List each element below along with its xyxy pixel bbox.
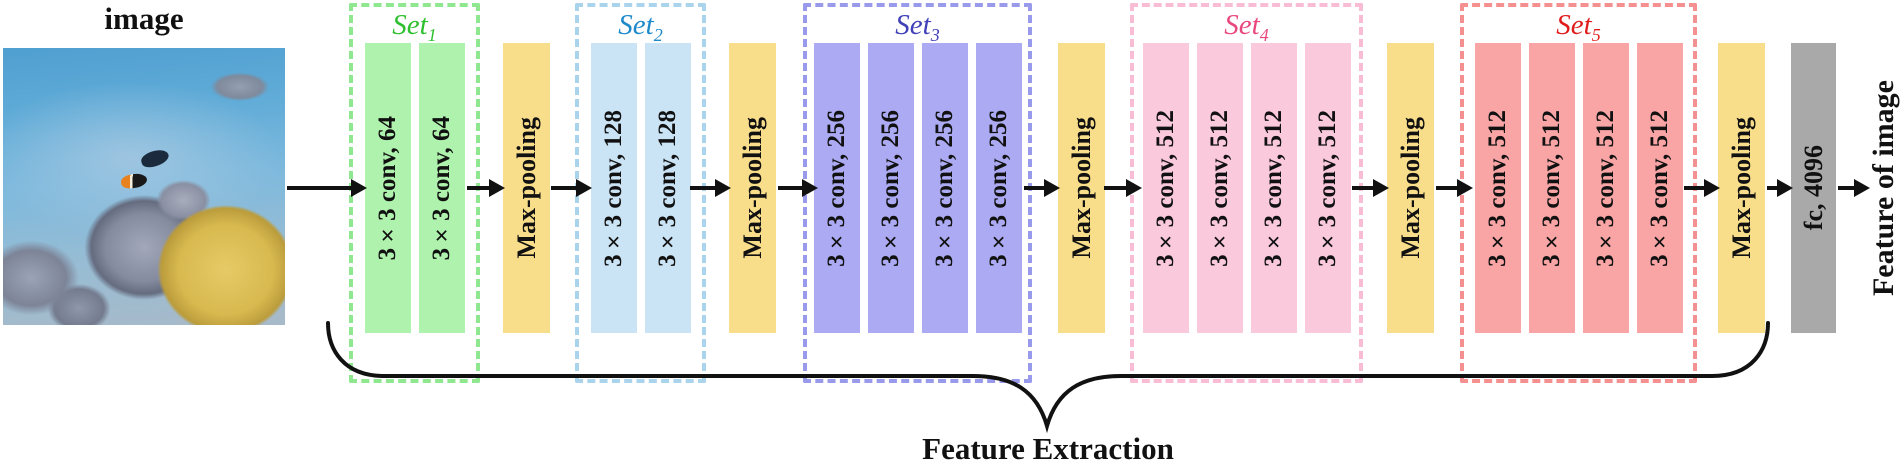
- fc-layer-block: fc, 4096: [1791, 43, 1836, 333]
- set4-title: Set4: [1134, 8, 1359, 52]
- conv-layer-label: 3×3 conv, 512: [1313, 109, 1341, 267]
- conv-layer-label: 3×3 conv, 64: [373, 115, 401, 261]
- arrow-shaft: [467, 186, 491, 190]
- arrow-head: [576, 179, 592, 197]
- conv-layer: 3×3 conv, 128: [644, 43, 691, 333]
- conv-layer-label: 3×3 conv, 64: [427, 115, 455, 261]
- max-pooling-label: Max-pooling: [1066, 117, 1096, 259]
- conv-layer-label: 3×3 conv, 128: [653, 109, 681, 267]
- max-pooling-block: Max-pooling: [729, 43, 776, 333]
- set3-title: Set3: [807, 8, 1028, 52]
- set5-block: Set5 3×3 conv, 512 3×3 conv, 512 3×3 con…: [1460, 3, 1697, 383]
- conv-layer-label: 3×3 conv, 512: [1205, 109, 1233, 267]
- arrow-shaft: [1838, 186, 1856, 190]
- arrow-shaft: [1767, 186, 1779, 190]
- conv-layer-label: 3×3 conv, 512: [1645, 109, 1673, 267]
- arrow-head: [1126, 179, 1142, 197]
- conv-layer-label: 3×3 conv, 512: [1483, 109, 1511, 267]
- max-pooling-label: Max-pooling: [511, 117, 541, 259]
- conv-layer: 3×3 conv, 256: [813, 43, 860, 333]
- dark-fish-shape: [139, 147, 171, 170]
- set1-title: Set1: [353, 8, 476, 52]
- set2-title-subscript: 2: [653, 24, 663, 45]
- clownfish-shape: [120, 172, 148, 190]
- set2-title: Set2: [579, 8, 702, 52]
- conv-layer: 3×3 conv, 512: [1250, 43, 1297, 333]
- conv-layer: 3×3 conv, 512: [1528, 43, 1575, 333]
- max-pooling-block: Max-pooling: [1718, 43, 1765, 333]
- arrow-head: [1777, 179, 1793, 197]
- conv-layer: 3×3 conv, 256: [921, 43, 968, 333]
- conv-layer-label: 3×3 conv, 512: [1151, 109, 1179, 267]
- set4-title-word: Set: [1224, 9, 1260, 41]
- input-photo-coral-reef: [3, 48, 285, 325]
- set4-title-subscript: 4: [1259, 24, 1269, 45]
- arrow-shaft: [1104, 186, 1128, 190]
- max-pooling-label: Max-pooling: [1395, 117, 1425, 259]
- conv-layer-label: 3×3 conv, 256: [876, 109, 904, 267]
- conv-layer: 3×3 conv, 512: [1474, 43, 1521, 333]
- set3-block: Set3 3×3 conv, 256 3×3 conv, 256 3×3 con…: [803, 3, 1032, 383]
- conv-layer: 3×3 conv, 512: [1196, 43, 1243, 333]
- set5-title-subscript: 5: [1591, 24, 1601, 45]
- arrow-head: [1044, 179, 1060, 197]
- output-feature-label: Feature of image: [1867, 79, 1900, 297]
- set1-title-subscript: 1: [427, 24, 437, 45]
- conv-layer: 3×3 conv, 512: [1142, 43, 1189, 333]
- conv-layer: 3×3 conv, 512: [1304, 43, 1351, 333]
- set2-title-word: Set: [618, 9, 654, 41]
- arrow-shaft: [551, 186, 578, 190]
- arrow-head: [715, 179, 731, 197]
- set3-title-word: Set: [895, 9, 931, 41]
- conv-layer-label: 3×3 conv, 512: [1259, 109, 1287, 267]
- output-feature-block: Feature of image: [1864, 43, 1904, 333]
- max-pooling-block: Max-pooling: [1058, 43, 1105, 333]
- arrow-shaft: [1436, 186, 1459, 190]
- max-pooling-block: Max-pooling: [1387, 43, 1434, 333]
- arrow-head: [351, 179, 367, 197]
- arrow-head: [1373, 179, 1389, 197]
- conv-layer-label: 3×3 conv, 128: [599, 109, 627, 267]
- set5-title-word: Set: [1556, 9, 1592, 41]
- conv-layer-label: 3×3 conv, 256: [930, 109, 958, 267]
- conv-layer-label: 3×3 conv, 512: [1591, 109, 1619, 267]
- arrow-head: [1854, 179, 1870, 197]
- input-image-label: image: [104, 1, 184, 36]
- conv-layer: 3×3 conv, 512: [1582, 43, 1629, 333]
- arrow-shaft: [778, 186, 804, 190]
- conv-layer: 3×3 conv, 256: [975, 43, 1022, 333]
- arrow-shaft: [287, 186, 353, 190]
- set1-title-word: Set: [392, 9, 428, 41]
- arrow-head: [1704, 179, 1720, 197]
- max-pooling-label: Max-pooling: [737, 117, 767, 259]
- set5-title: Set5: [1464, 8, 1693, 52]
- conv-layer: 3×3 conv, 512: [1636, 43, 1683, 333]
- set4-block: Set4 3×3 conv, 512 3×3 conv, 512 3×3 con…: [1130, 3, 1363, 383]
- set1-block: Set1 3×3 conv, 64 3×3 conv, 64: [349, 3, 480, 383]
- set3-title-subscript: 3: [930, 24, 940, 45]
- arrow-shaft: [1024, 186, 1046, 190]
- arrow-head: [1457, 179, 1473, 197]
- arrow-head: [802, 179, 818, 197]
- fc-layer-label: fc, 4096: [1798, 145, 1828, 231]
- max-pooling-block: Max-pooling: [503, 43, 550, 333]
- conv-layer: 3×3 conv, 256: [867, 43, 914, 333]
- conv-layer: 3×3 conv, 64: [364, 43, 411, 333]
- arrow-shaft: [690, 186, 717, 190]
- conv-layer: 3×3 conv, 128: [590, 43, 637, 333]
- arrow-shaft: [1352, 186, 1375, 190]
- conv-layer: 3×3 conv, 64: [418, 43, 465, 333]
- arrow-head: [489, 179, 505, 197]
- feature-extraction-label: Feature Extraction: [922, 431, 1174, 466]
- set2-block: Set2 3×3 conv, 128 3×3 conv, 128: [575, 3, 706, 383]
- conv-layer-label: 3×3 conv, 256: [822, 109, 850, 267]
- arrow-shaft: [1684, 186, 1706, 190]
- max-pooling-label: Max-pooling: [1726, 117, 1756, 259]
- conv-layer-label: 3×3 conv, 256: [984, 109, 1012, 267]
- conv-layer-label: 3×3 conv, 512: [1537, 109, 1565, 267]
